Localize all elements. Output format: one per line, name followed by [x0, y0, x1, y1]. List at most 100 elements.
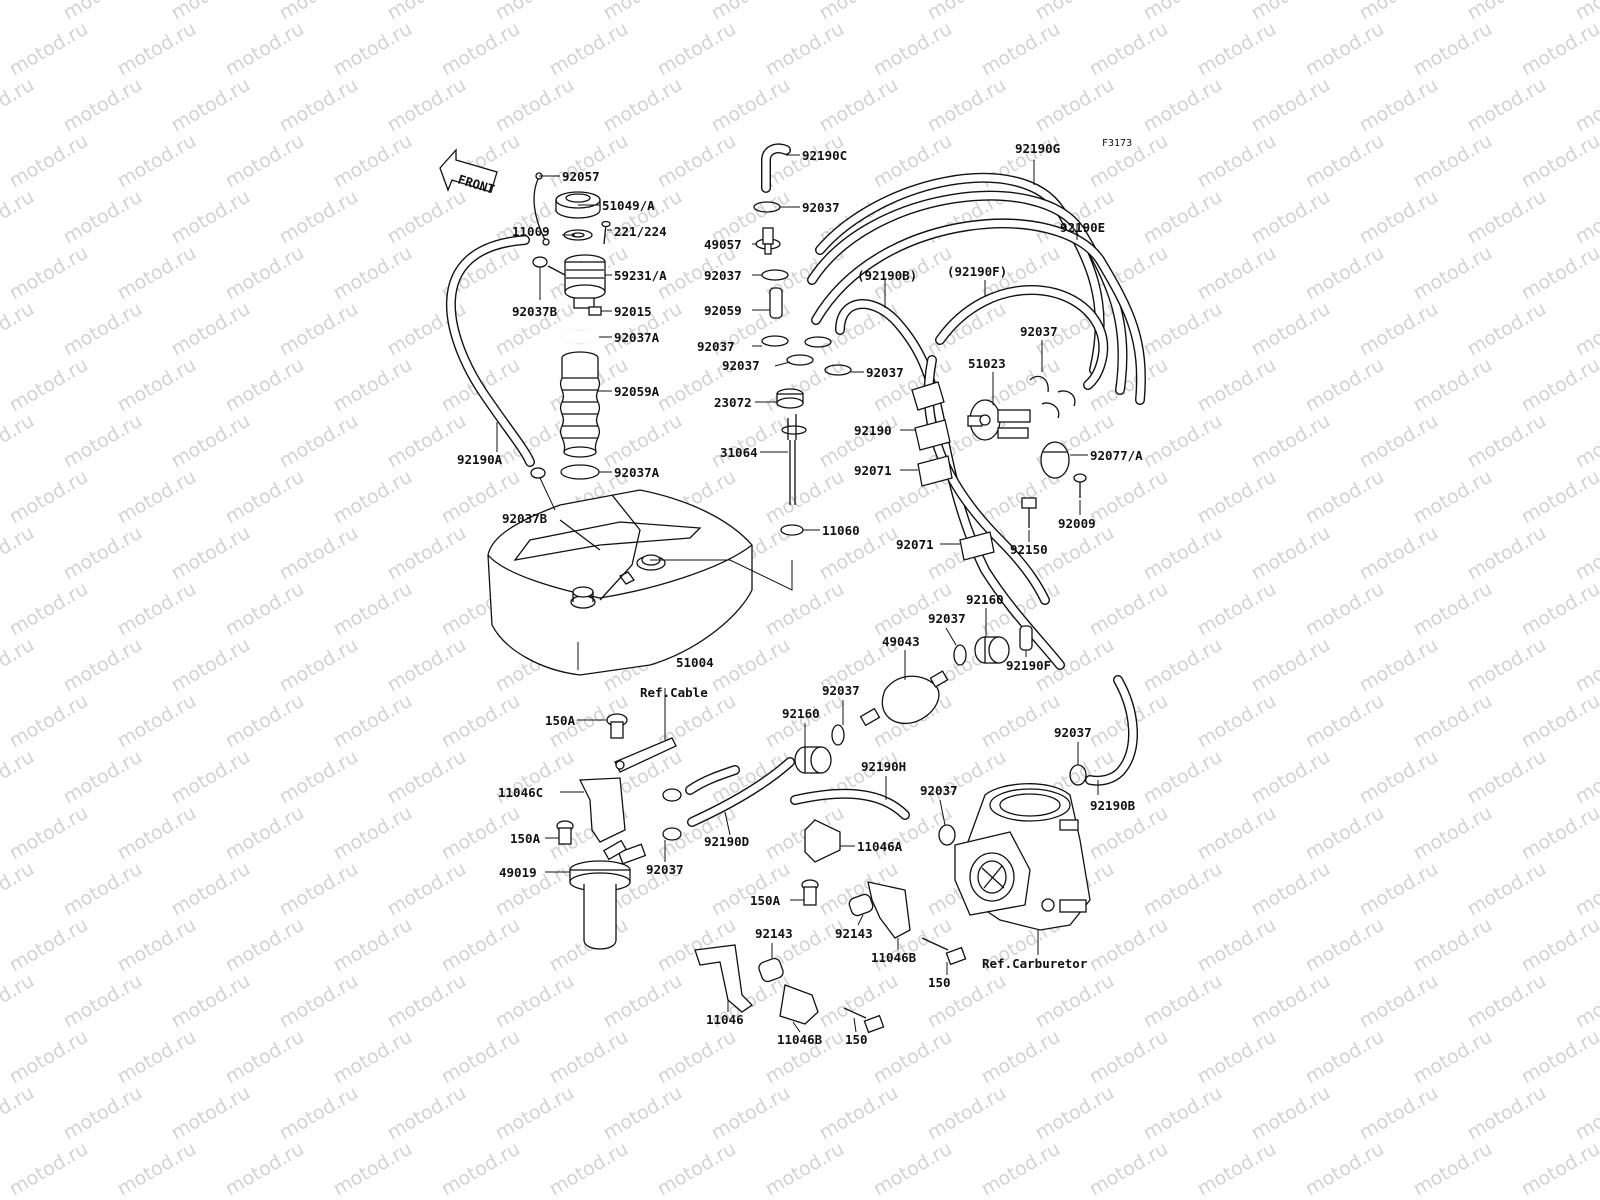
part-label: 11046	[706, 1012, 744, 1027]
watermark-text: motod.ru	[1194, 802, 1280, 865]
clamp-92037-k	[938, 824, 956, 846]
watermark-text: motod.ru	[6, 130, 92, 193]
watermark-text: motod.ru	[1140, 0, 1226, 24]
cable-bracket	[614, 737, 677, 773]
damper-92160-lower	[794, 746, 832, 774]
watermark-text: motod.ru	[1518, 1026, 1600, 1089]
watermark-text: motod.ru	[1464, 410, 1550, 473]
watermark-text: motod.ru	[1410, 466, 1496, 529]
watermark-text: motod.ru	[1518, 802, 1600, 865]
watermark-text: motod.ru	[0, 746, 38, 809]
watermark-text: motod.ru	[60, 1082, 146, 1145]
watermark-text: motod.ru	[492, 1082, 578, 1145]
watermark-text: motod.ru	[438, 1138, 524, 1200]
watermark-text: motod.ru	[6, 690, 92, 753]
watermark-text: motod.ru	[1572, 970, 1600, 1033]
watermark-text: motod.ru	[708, 634, 794, 697]
watermark-text: motod.ru	[1194, 354, 1280, 417]
watermark-text: motod.ru	[60, 746, 146, 809]
watermark-text: motod.ru	[114, 242, 200, 305]
watermark-text: motod.ru	[168, 634, 254, 697]
hose-92190b-lower	[1085, 675, 1138, 786]
bolt-150-lower	[843, 1007, 885, 1034]
watermark-text: motod.ru	[0, 298, 38, 361]
part-label: 92037	[1054, 725, 1092, 740]
part-label: 92059	[704, 303, 742, 318]
watermark-text: motod.ru	[546, 1138, 632, 1200]
grommets-92071	[911, 381, 995, 561]
strap-92057	[533, 176, 546, 241]
watermark-text: motod.ru	[6, 578, 92, 641]
watermark-text: motod.ru	[1140, 186, 1226, 249]
watermark-text: motod.ru	[330, 690, 416, 753]
part-label: 92037	[866, 365, 904, 380]
filler-cap-51049a	[555, 191, 601, 219]
watermark-text: motod.ru	[1410, 242, 1496, 305]
watermark-text: motod.ru	[60, 410, 146, 473]
watermark-text: motod.ru	[600, 74, 686, 137]
watermark-text: motod.ru	[1140, 74, 1226, 137]
watermark-text: motod.ru	[384, 634, 470, 697]
watermark-text: motod.ru	[1518, 466, 1600, 529]
watermark-text: motod.ru	[1248, 298, 1334, 361]
part-label: 150A	[750, 893, 781, 908]
part-label: 49019	[499, 865, 537, 880]
watermark-text: motod.ru	[222, 130, 308, 193]
watermark-text: motod.ru	[1302, 914, 1388, 977]
fuel-pickup-31064	[781, 414, 807, 505]
watermark-text: motod.ru	[1410, 354, 1496, 417]
hose-92059	[769, 287, 783, 319]
watermark-text: motod.ru	[492, 970, 578, 1033]
part-label: (92190B)	[857, 268, 917, 283]
part-label: 92071	[896, 537, 934, 552]
watermark-text: motod.ru	[1140, 410, 1226, 473]
ref-carburetor-label: Ref.Carburetor	[982, 956, 1088, 971]
watermark-text: motod.ru	[330, 242, 416, 305]
part-label: 51004	[676, 655, 714, 670]
watermark-text: motod.ru	[708, 0, 794, 24]
watermark-text: motod.ru	[6, 466, 92, 529]
clamp-92037-g	[953, 644, 967, 666]
watermark-text: motod.ru	[1572, 858, 1600, 921]
watermark-text: motod.ru	[168, 0, 254, 24]
watermark-text: motod.ru	[1086, 18, 1172, 81]
watermark-text: motod.ru	[492, 0, 578, 24]
part-label: 92037	[920, 783, 958, 798]
watermark-text: motod.ru	[1518, 690, 1600, 753]
watermark-text: motod.ru	[924, 74, 1010, 137]
watermark-text: motod.ru	[0, 970, 38, 1033]
watermark-text: motod.ru	[276, 0, 362, 24]
bracket-11046	[694, 944, 754, 1013]
watermark-text: motod.ru	[0, 74, 38, 137]
watermark-text: motod.ru	[708, 1082, 794, 1145]
watermark-text: motod.ru	[762, 578, 848, 641]
part-label: 150A	[510, 831, 541, 846]
watermark-text: motod.ru	[114, 690, 200, 753]
watermark-text: motod.ru	[1032, 970, 1118, 1033]
watermark-text: motod.ru	[1572, 410, 1600, 473]
watermark-text: motod.ru	[384, 0, 470, 24]
watermark-text: motod.ru	[438, 1026, 524, 1089]
watermark-text: motod.ru	[1356, 1082, 1442, 1145]
part-label: 92160	[782, 706, 820, 721]
sleeve-92143-lower	[758, 957, 784, 983]
part-label: 92071	[854, 463, 892, 478]
screw-92009	[1073, 473, 1087, 498]
sheet-code: F3173	[1102, 138, 1132, 149]
watermark-text: motod.ru	[978, 1026, 1064, 1089]
watermark-text: motod.ru	[816, 0, 902, 24]
fuel-filter-49043	[859, 670, 949, 727]
watermark-text: motod.ru	[60, 0, 146, 24]
watermark-text: motod.ru	[0, 1082, 38, 1145]
watermark-text: motod.ru	[60, 186, 146, 249]
clamp-92037-h	[831, 724, 845, 746]
watermark-text: motod.ru	[1356, 858, 1442, 921]
watermark-text: motod.ru	[1518, 1138, 1600, 1200]
watermark-text: motod.ru	[1302, 1026, 1388, 1089]
bolt-150-upper	[921, 937, 967, 966]
bracket-11046b-lower	[779, 984, 819, 1025]
watermark-text: motod.ru	[114, 1026, 200, 1089]
watermark-text: motod.ru	[1410, 130, 1496, 193]
clamp-92037-f	[824, 364, 852, 376]
